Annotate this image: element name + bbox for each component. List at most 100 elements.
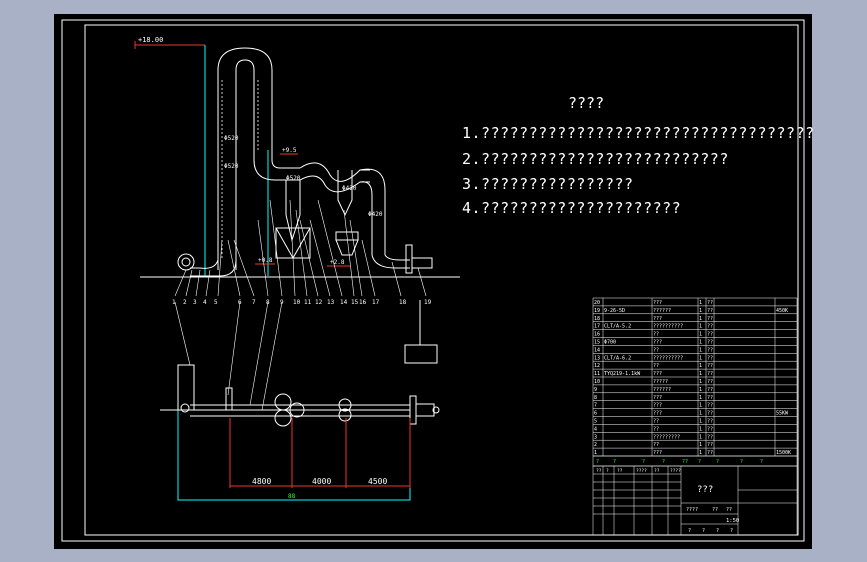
bom-cell: ??	[707, 316, 713, 322]
callout-number: 10	[293, 299, 301, 306]
bom-cell: 3	[594, 434, 597, 440]
title-block-cell: ????	[686, 507, 698, 513]
bom-cell: 1500K	[776, 450, 791, 456]
bom-cell: ??	[707, 332, 713, 338]
callout-number: 3	[193, 299, 197, 306]
callout-number: 14	[340, 299, 348, 306]
bom-cell: ??????????	[653, 355, 683, 361]
bom-cell: 1	[699, 411, 702, 417]
bom-cell: ??????	[653, 308, 671, 314]
support-frame	[177, 45, 411, 501]
callout-number: 4	[203, 299, 207, 306]
bom-cell: 11	[594, 371, 600, 377]
bom-cell: ??	[707, 324, 713, 330]
bom-cell: 1	[699, 340, 702, 346]
bom-cell: ??	[653, 419, 659, 425]
equipment	[275, 170, 359, 260]
bom-cell: 1	[699, 419, 702, 425]
bom-cell: ??????	[653, 387, 671, 393]
bom-header-cell: ?	[698, 459, 701, 465]
bom-cell: ???	[653, 316, 662, 322]
bom-cell: ??	[707, 395, 713, 401]
bom-cell: ???	[653, 340, 662, 346]
bom-cell: ??	[707, 371, 713, 377]
title-block-cell: ??	[617, 468, 623, 474]
bom-cell: 450K	[776, 308, 788, 314]
plan-view	[160, 300, 440, 427]
bom-cell: 18	[594, 316, 600, 322]
dim-label: 4800	[252, 477, 271, 486]
bom-cell: 1	[699, 300, 702, 306]
callout-number: 12	[315, 299, 323, 306]
bom-header-cell: ?	[716, 459, 719, 465]
title-block-cell: ??	[726, 507, 732, 513]
title-block-cell: ?	[702, 528, 705, 534]
bom-cell: 16	[594, 332, 600, 338]
bom-cell: 1	[699, 355, 702, 361]
bom-cell: ??	[707, 411, 713, 417]
bom-cell: ??	[707, 450, 713, 456]
bom-cell: ??	[707, 340, 713, 346]
callout-number: 7	[252, 299, 256, 306]
diameter-label: Φ420	[342, 185, 357, 192]
bom-cell: 1	[699, 387, 702, 393]
bom-cell: 10	[594, 379, 600, 385]
title-block-scale: 1:50	[726, 518, 739, 524]
bom-cell: 19	[594, 308, 600, 314]
bom-cell: ?????????	[653, 434, 680, 440]
main-riser-duct	[177, 47, 433, 277]
inner-frame	[84, 24, 799, 536]
bom-cell: 13	[594, 355, 600, 361]
dim-label: 4500	[368, 477, 387, 486]
elevation-low2-label: +2.8	[330, 259, 345, 266]
bom-header-cell: ?	[662, 459, 665, 465]
bom-cell: ???	[653, 300, 662, 306]
bom-cell: 12	[594, 363, 600, 369]
callout-number: 16	[359, 299, 367, 306]
diameter-label: Φ520	[224, 135, 239, 142]
title-block-project: ???	[697, 485, 713, 495]
diameter-label: Φ520	[286, 175, 301, 182]
callout-number: 13	[327, 299, 335, 306]
bom-cell: ??	[707, 387, 713, 393]
bom-cell: 55KW	[776, 411, 789, 417]
bom-cell: 1	[699, 403, 702, 409]
bom-cell: 1	[699, 363, 702, 369]
bom-cell: ??	[707, 403, 713, 409]
bom-header-cell: ?	[740, 459, 743, 465]
dim-label: 4000	[312, 477, 331, 486]
bom-cell: ??	[707, 300, 713, 306]
bom-cell: 1	[699, 347, 702, 353]
bom-cell: 1	[699, 308, 702, 314]
bom-cell: 1	[699, 450, 702, 456]
bom-cell: 1	[594, 450, 597, 456]
title-block-cell: ??	[596, 468, 602, 474]
callout-number: 18	[399, 299, 407, 306]
callout-number: 11	[304, 299, 312, 306]
bom-cell: ??	[707, 363, 713, 369]
diameter-label: Φ520	[224, 163, 239, 170]
bom-cell: ??	[653, 426, 659, 432]
bom-cell: 5	[594, 419, 597, 425]
bom-cell: ???	[653, 371, 662, 377]
title-block-cell: ?	[730, 528, 733, 534]
plan-leaders	[174, 301, 283, 411]
bom-cell: CLT/A-6.2	[604, 355, 631, 361]
elevation-top-label: +18.00	[138, 36, 163, 44]
dimensions: 4800 4000 4500 88	[229, 418, 411, 500]
elevation-marks: +9.5 +0.8 +2.8	[255, 147, 350, 267]
callout-number: 1	[172, 299, 176, 306]
dim-total-label: 88	[288, 493, 296, 500]
bom-cell: ??	[653, 347, 659, 353]
title-block-cell: ?	[688, 528, 691, 534]
bom-cell: 14	[594, 347, 600, 353]
title-block-cell: ??	[712, 507, 718, 513]
bom-cell: ???	[653, 411, 662, 417]
bom-cell: 1	[699, 395, 702, 401]
bom-cell: ??	[707, 434, 713, 440]
outer-frame	[61, 19, 805, 542]
bom-header-cell: ?	[642, 459, 645, 465]
bom-cell: 1	[699, 332, 702, 338]
bom-header-cell: ?	[760, 459, 763, 465]
